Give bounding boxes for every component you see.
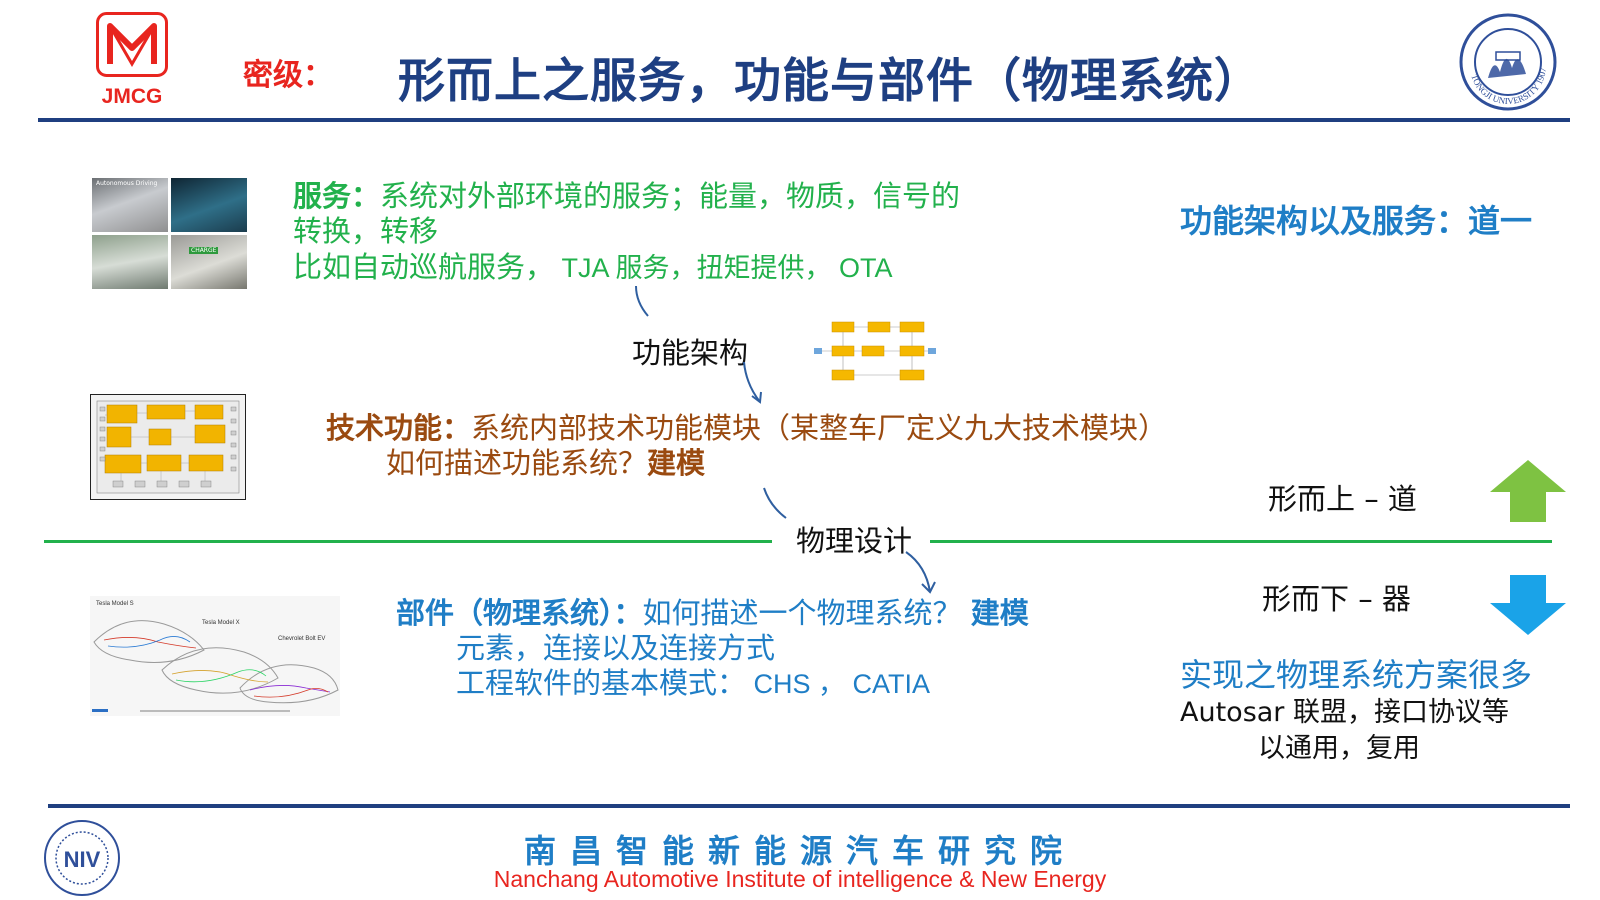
niv-logo: NIV [44, 820, 120, 896]
connector-arrow-2 [905, 551, 936, 594]
connector-arrow-1 [743, 361, 762, 404]
institute-name-en: Nanchang Automotive Institute of intelli… [493, 866, 1107, 892]
upper-dao-label: 形而上 – 道 [1268, 482, 1417, 516]
divider-left [44, 540, 772, 543]
components-line-2: 元素，连接以及连接方式 [456, 631, 776, 665]
thumbnail-cockpit [171, 178, 247, 232]
physical-design-label: 物理设计 [796, 524, 913, 558]
components-line-3: 工程软件的基本模式： CHS ， CATIA [456, 660, 930, 702]
diagram-caption: Tesla Model X [202, 620, 240, 626]
autosar-line-1: Autosar 联盟，接口协议等 [1180, 697, 1509, 728]
thumbnail-caption: CHARGE [189, 247, 219, 254]
components-software-cn: 工程软件的基本模式： [456, 666, 747, 700]
tech-function-diagram [90, 394, 246, 500]
components-modeling: 建模 [970, 596, 1029, 630]
jmcg-logo: JMCG [96, 12, 168, 108]
connector-curve-2 [763, 487, 787, 519]
diagram-caption: Tesla Model S [96, 601, 134, 607]
components-software-latin: CHS ， CATIA [746, 669, 931, 699]
services-example-latin: TJA 服务，扭矩提供， OTA [554, 253, 893, 283]
footer-rule [48, 804, 1570, 808]
functional-architecture-diagram [814, 321, 936, 381]
components-heading: 部件（物理系统）： [396, 596, 643, 630]
services-definition: 系统对外部环境的服务；能量，物质，信号的 [380, 179, 961, 213]
tech-line-1: 技术功能：系统内部技术功能模块（某整车厂定义九大技术模块） [326, 405, 1167, 447]
autosar-line-2: 以通用，复用 [1258, 733, 1420, 764]
connector-curve-1 [635, 285, 649, 317]
right-title: 功能架构以及服务：道一 [1180, 202, 1533, 240]
tech-definition: 系统内部技术功能模块（某整车厂定义九大技术模块） [471, 411, 1168, 445]
components-line-1: 部件（物理系统）：如何描述一个物理系统？ 建模 [396, 590, 1029, 632]
divider-right [930, 540, 1552, 543]
services-line-3: 比如自动巡航服务， TJA 服务，扭矩提供， OTA [293, 244, 893, 286]
thumbnail-caption: Autonomous Driving [96, 180, 158, 187]
realization-text: 实现之物理系统方案很多 [1180, 656, 1533, 694]
services-heading: 服务： [293, 179, 381, 213]
service-thumbnails: Autonomous Driving CHARGE [92, 178, 247, 289]
institute-name-cn: 南昌智能新能源汽车研究院 [523, 832, 1076, 870]
classification-label: 密级： [243, 58, 333, 93]
services-line-2: 转换，转移 [293, 214, 439, 248]
diagram-caption: Chevrolet Bolt EV [278, 636, 325, 642]
services-line-1: 服务：系统对外部环境的服务；能量，物质，信号的 [293, 173, 960, 215]
lower-qi-label: 形而下 – 器 [1262, 582, 1411, 616]
thumbnail-autonomous-driving: Autonomous Driving [92, 178, 168, 232]
page-title: 形而上之服务，功能与部件（物理系统） [398, 54, 1262, 109]
thumbnail-charging: CHARGE [171, 235, 247, 289]
vehicle-wiring-diagram: Tesla Model S Tesla Model X Chevrolet Bo… [90, 596, 340, 716]
tongji-seal: TONGJI UNIVERSITY 1907 [1459, 13, 1557, 111]
thumbnail-ev [92, 235, 168, 289]
niv-logo-text: NIV [64, 847, 101, 872]
arrow-up-icon [1490, 460, 1566, 522]
header-rule [38, 118, 1570, 122]
logo-text: JMCG [102, 85, 163, 108]
arrow-down-icon [1490, 575, 1566, 635]
components-question: 如何描述一个物理系统？ [642, 596, 971, 630]
functional-architecture-label: 功能架构 [632, 336, 749, 370]
tech-heading: 技术功能： [326, 411, 472, 445]
services-example-cn: 比如自动巡航服务， [293, 250, 555, 284]
tech-modeling: 建模 [647, 446, 706, 480]
tech-line-2: 如何描述功能系统？建模 [386, 440, 705, 482]
tech-question: 如何描述功能系统？ [386, 446, 648, 480]
